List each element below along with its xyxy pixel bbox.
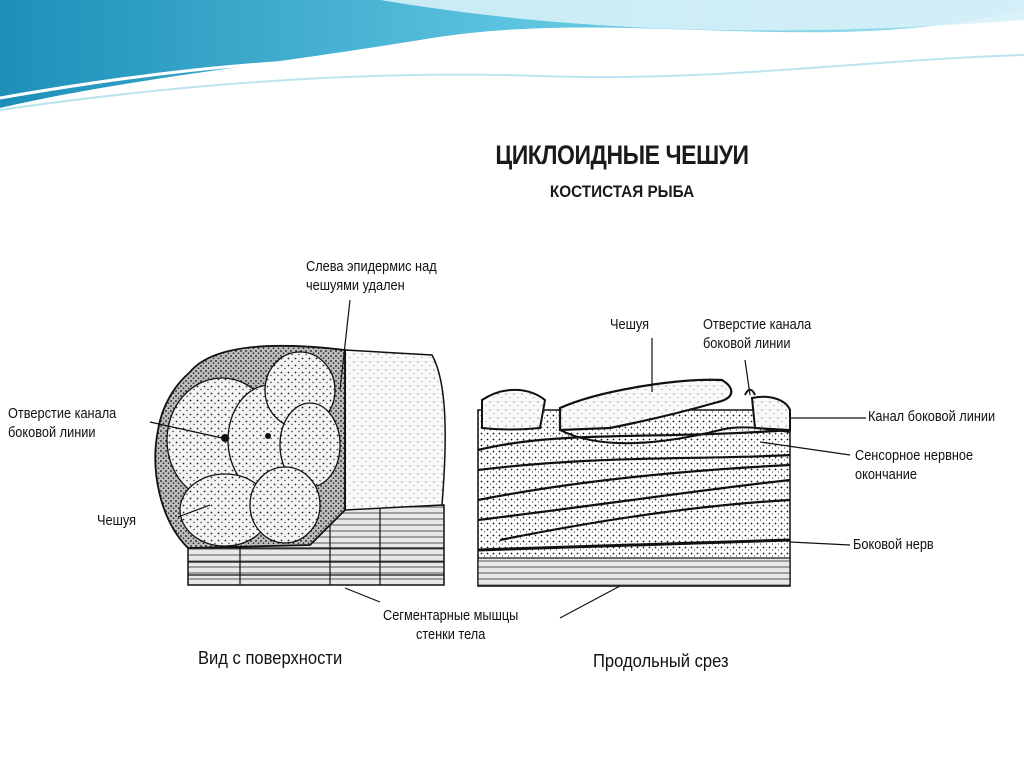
label-canal-opening-right-line1: Отверстие канала <box>703 317 812 333</box>
label-muscles-line1: Сегментарные мышцы <box>383 608 519 624</box>
surface-view-drawing <box>154 344 446 586</box>
bottom-muscle-strip <box>477 557 791 587</box>
epidermis-region <box>344 349 446 511</box>
caption-longitudinal-section: Продольный срез <box>593 651 729 671</box>
label-canal-opening-right: Отверстие канала боковой линии <box>703 316 811 354</box>
scale-outline <box>249 466 321 544</box>
leader-muscles-left <box>344 587 381 603</box>
label-canal-opening-left: Отверстие канала боковой линии <box>8 405 116 443</box>
muscle-band <box>477 478 791 522</box>
lateral-canal-tube <box>559 426 791 445</box>
label-scale-right: Чешуя <box>610 317 649 333</box>
diagram-subtitle: КОСТИСТАЯ РЫБА <box>549 182 695 201</box>
section-view-drawing <box>477 378 791 587</box>
label-scale-left: Чешуя <box>97 513 136 529</box>
label-sensory-line1: Сенсорное нервное <box>855 448 974 464</box>
canal-opening-dot <box>221 434 229 442</box>
canal-opening-gap <box>744 388 756 396</box>
lateral-nerve-line <box>477 538 791 552</box>
muscle-band <box>477 428 791 452</box>
wave-line-1 <box>0 28 1024 100</box>
label-epidermis-line2: чешуями удален <box>306 278 405 294</box>
label-lateral-nerve: Боковой нерв <box>853 537 934 553</box>
leader-sensory <box>759 441 851 456</box>
label-segmental-muscles: Сегментарные мышцы стенки тела <box>383 607 518 645</box>
label-sensory-line2: окончание <box>855 467 917 483</box>
header-wave <box>0 0 1024 111</box>
label-sensory-ending: Сенсорное нервное окончание <box>855 447 973 485</box>
label-muscles-line2: стенки тела <box>415 627 486 643</box>
scale-main-section <box>558 378 733 432</box>
leader-canal-opening-left <box>149 421 223 439</box>
wave-band-light <box>380 0 1024 31</box>
diagram-title: ЦИКЛОИДНЫЕ ЧЕШУИ <box>495 140 749 170</box>
leader-lateral-nerve <box>789 541 851 546</box>
caption-surface-view: Вид с поверхности <box>198 648 343 668</box>
scale-right-section <box>750 395 791 432</box>
leader-muscles-right <box>559 585 621 619</box>
scale-left-section <box>481 388 547 431</box>
muscle-band <box>477 463 791 502</box>
leader-scale-left <box>177 504 211 518</box>
label-canal-opening-left-line1: Отверстие канала <box>8 406 117 422</box>
label-epidermis-removed: Слева эпидермис над чешуями удален <box>306 258 437 296</box>
label-canal-opening-right-line2: боковой линии <box>703 336 791 352</box>
label-canal-opening-left-line2: боковой линии <box>8 425 96 441</box>
muscle-band <box>499 498 791 542</box>
wave-line-2 <box>0 54 1024 111</box>
muscle-band <box>477 453 791 472</box>
label-lateral-canal: Канал боковой линии <box>868 409 996 425</box>
leader-canal-opening-right <box>744 359 751 396</box>
canal-opening-dot <box>265 433 271 439</box>
label-epidermis-line1: Слева эпидермис над <box>306 259 437 275</box>
leader-epidermis <box>339 299 351 391</box>
